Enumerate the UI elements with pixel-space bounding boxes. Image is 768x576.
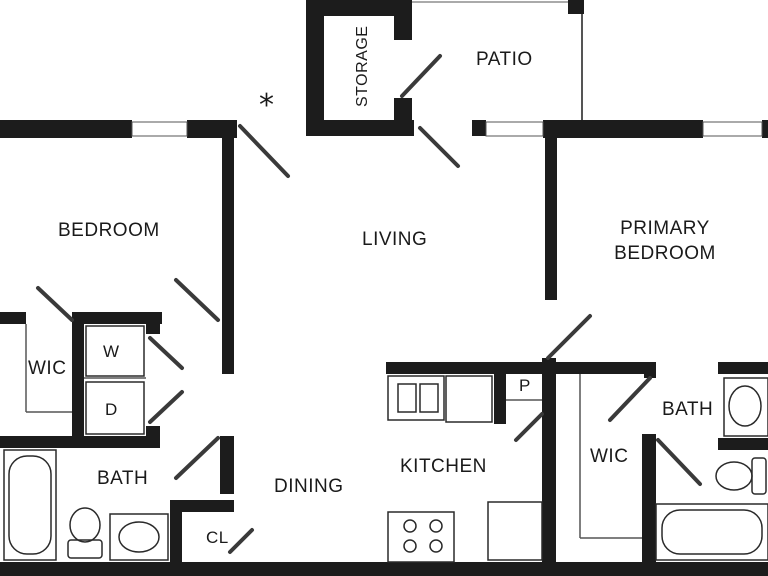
sink-left-counter: [109, 513, 169, 561]
label-dryer: D: [105, 400, 118, 419]
wall-laundry-top: [72, 312, 162, 324]
door-wic-left: [36, 286, 74, 322]
label-dining: DINING: [274, 476, 344, 497]
label-primary-bedroom-line1: PRIMARY: [620, 218, 710, 239]
window-primary: [702, 121, 763, 137]
wall-closet-left: [170, 500, 182, 576]
door-wic-right: [608, 376, 652, 422]
wall-laundry-right-top: [146, 312, 160, 334]
wall-top-bedroom: [0, 120, 132, 138]
door-bedroom: [174, 278, 220, 322]
wall-patio-corner: [568, 0, 584, 14]
window-bedroom: [131, 121, 188, 137]
sink-right-counter: [723, 377, 768, 437]
bathtub-left-basin: [8, 455, 52, 555]
label-wic-left: WIC: [28, 358, 67, 379]
door-primary: [546, 314, 592, 360]
wall-bath-right-mid: [718, 438, 768, 450]
door-bath-left: [174, 436, 220, 480]
label-patio: PATIO: [476, 49, 533, 70]
label-kitchen: KITCHEN: [400, 456, 487, 477]
burner-4: [429, 539, 443, 553]
wall-wic-right-lower: [642, 434, 656, 576]
toilet-right-bowl: [715, 461, 753, 491]
wall-bath-right-top: [718, 362, 768, 374]
label-washer: W: [103, 342, 120, 361]
label-living: LIVING: [362, 229, 428, 250]
entry-marker-icon: *: [259, 88, 275, 123]
label-bath-left: BATH: [97, 468, 149, 489]
wall-storage-right-lower: [394, 98, 412, 136]
sink-left-basin: [118, 521, 160, 553]
toilet-right-tank: [751, 457, 767, 495]
refrigerator: [487, 501, 543, 561]
windows: [131, 1, 763, 137]
label-wic-right: WIC: [590, 446, 629, 467]
wall-bath-top: [0, 436, 160, 448]
wall-wic-right: [72, 312, 84, 446]
bathtub-right: [655, 503, 768, 561]
kitchen-sink-bowl-1: [397, 383, 417, 413]
door-entry: [238, 124, 290, 178]
label-bath-right: BATH: [662, 399, 714, 420]
label-closet: CL: [206, 528, 229, 547]
door-closet: [228, 528, 254, 554]
label-primary-bedroom-line2: BEDROOM: [614, 243, 716, 264]
label-pantry: P: [519, 376, 531, 395]
wall-wic-top: [0, 312, 26, 324]
wall-wic-right-top: [644, 362, 656, 378]
burner-2: [429, 519, 443, 533]
door-pantry: [514, 412, 544, 442]
kitchen-sink-bowl-2: [419, 383, 439, 413]
doors: [36, 54, 702, 554]
door-patio: [418, 126, 460, 168]
door-laundry-lower: [148, 390, 184, 424]
washer-fixture: [85, 325, 145, 377]
burner-3: [403, 539, 417, 553]
door-storage: [400, 54, 442, 98]
window-living: [485, 121, 544, 137]
toilet-left-tank: [67, 539, 103, 559]
kitchen-sink-counter: [387, 375, 445, 421]
label-storage: STORAGE: [354, 25, 371, 107]
wall-storage-bottom: [306, 120, 414, 136]
bathtub-left: [3, 449, 57, 561]
label-primary-bedroom: PRIMARY BEDROOM: [600, 216, 730, 266]
stove: [387, 511, 455, 563]
wall-closet-top: [170, 500, 234, 512]
wall-kitchen-top: [386, 362, 654, 374]
door-laundry-upper: [148, 336, 184, 370]
wall-bottom: [0, 562, 768, 576]
wall-pantry-left: [494, 362, 506, 424]
wall-kitchen-right: [542, 358, 556, 576]
bathtub-right-basin: [661, 509, 763, 555]
toilet-left-bowl: [69, 507, 101, 543]
wall-storage-right-upper: [394, 0, 412, 40]
door-bath-right: [656, 438, 702, 486]
wall-storage-top: [306, 0, 412, 16]
wall-bath-right-upper: [220, 436, 234, 494]
wall-living-top-stub: [472, 120, 486, 136]
wall-living-primary: [545, 136, 557, 300]
dryer-fixture: [85, 381, 145, 435]
partitions: [25, 324, 642, 539]
fixtures: [3, 325, 768, 563]
wall-top-primary-end: [762, 120, 768, 138]
label-bedroom: BEDROOM: [58, 220, 160, 241]
sink-right-basin: [728, 385, 762, 427]
burner-1: [403, 519, 417, 533]
wall-storage-left: [306, 0, 324, 136]
wall-bedroom-living: [222, 120, 234, 374]
dishwasher: [445, 375, 493, 423]
wall-top-primary: [543, 120, 703, 138]
